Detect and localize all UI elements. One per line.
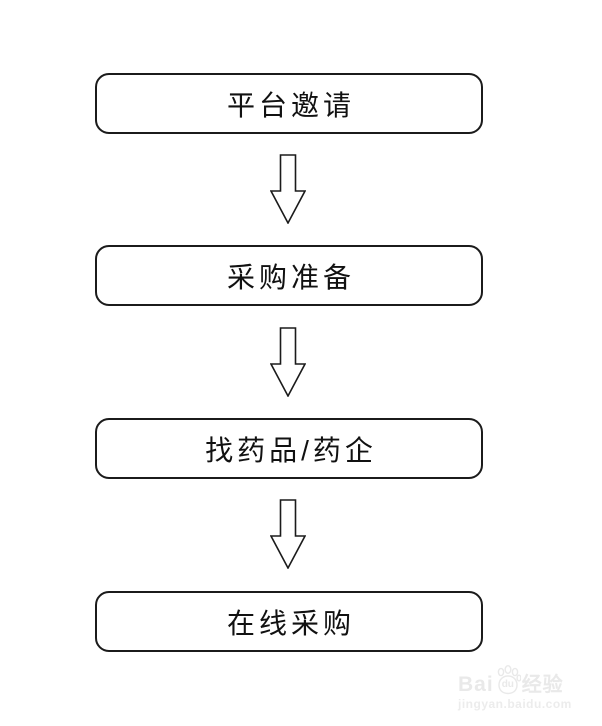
flow-step-online-purchase: 在线采购 xyxy=(95,591,483,652)
flow-step-label: 采购准备 xyxy=(226,261,355,293)
flow-step-purchase-preparation: 采购准备 xyxy=(95,245,483,306)
baidu-logo-text-du: du xyxy=(501,679,514,690)
baidu-paw-icon: du xyxy=(495,665,521,695)
baidu-jingyan-watermark: Bai du 经验 jingyan.baidu.com xyxy=(458,663,588,711)
flow-step-label: 平台邀请 xyxy=(226,89,355,121)
watermark-url: jingyan.baidu.com xyxy=(458,697,572,711)
flow-step-find-drugs-companies: 找药品/药企 xyxy=(95,418,483,479)
down-arrow-icon xyxy=(270,154,306,224)
down-arrow-icon xyxy=(270,499,306,569)
baidu-logo: Bai du 经验 xyxy=(458,663,588,695)
baidu-logo-text-bai: Bai xyxy=(458,673,494,696)
flow-step-label: 找药品/药企 xyxy=(205,434,377,466)
baidu-logo-text-jingyan: 经验 xyxy=(521,674,564,696)
flow-step-platform-invitation: 平台邀请 xyxy=(95,73,483,134)
flow-step-label: 在线采购 xyxy=(226,607,355,639)
down-arrow-icon xyxy=(270,327,306,397)
